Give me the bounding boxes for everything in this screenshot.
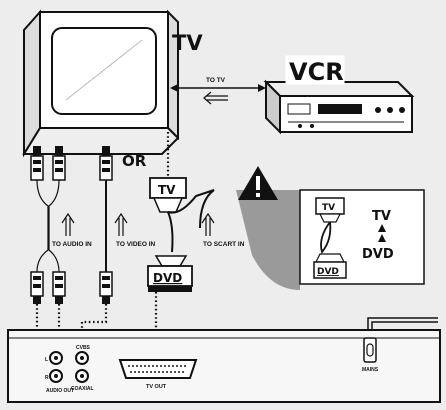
or-label: OR <box>122 152 147 170</box>
to-video-in-label: TO VIDEO IN <box>116 241 156 248</box>
jack-l-label: L <box>45 357 48 363</box>
inset-tv-label: TV <box>372 209 391 224</box>
to-scart-in-label: TO SCART IN <box>203 241 245 248</box>
audio-out-jacks <box>49 351 63 383</box>
inset-dvd-label: DVD <box>362 247 394 262</box>
mains-cord <box>363 317 438 363</box>
scart-direction-inset <box>299 189 425 285</box>
vcr-label: VCR <box>289 58 344 86</box>
warning-shadow <box>236 190 300 290</box>
audio-out-label: AUDIO OUT <box>46 388 74 394</box>
mains-label: MAINS <box>362 367 379 373</box>
jack-r-label: R <box>45 375 49 381</box>
inset-plug-tv-label: TV <box>322 203 335 213</box>
tv-set <box>22 9 180 158</box>
video-cable <box>99 146 113 304</box>
tv-out-scart-socket <box>118 359 198 379</box>
to-tv-label: TO TV <box>206 77 226 84</box>
arrow-up-icon <box>201 212 215 236</box>
tv-out-label: TV OUT <box>146 384 167 390</box>
coaxial-label: COAXIAL <box>71 386 94 392</box>
scart-plug-dvd-label: DVD <box>153 271 182 285</box>
to-audio-in-label: TO AUDIO IN <box>52 241 92 248</box>
arrow-left-icon <box>203 91 228 105</box>
cvbs-label: CVBS <box>76 345 91 351</box>
vcr-unit <box>263 79 415 135</box>
inset-plug-dvd-label: DVD <box>317 267 339 277</box>
video-out-jacks <box>75 351 89 383</box>
warning-icon <box>238 166 278 200</box>
scart-plug-tv-label: TV <box>158 183 176 197</box>
scart-cable <box>147 177 215 292</box>
vcr-label-box <box>285 55 345 85</box>
arrow-up-icon <box>114 212 128 236</box>
tv-label: TV <box>172 31 203 55</box>
audio-cable <box>30 146 66 304</box>
arrow-up-icon <box>61 212 75 236</box>
